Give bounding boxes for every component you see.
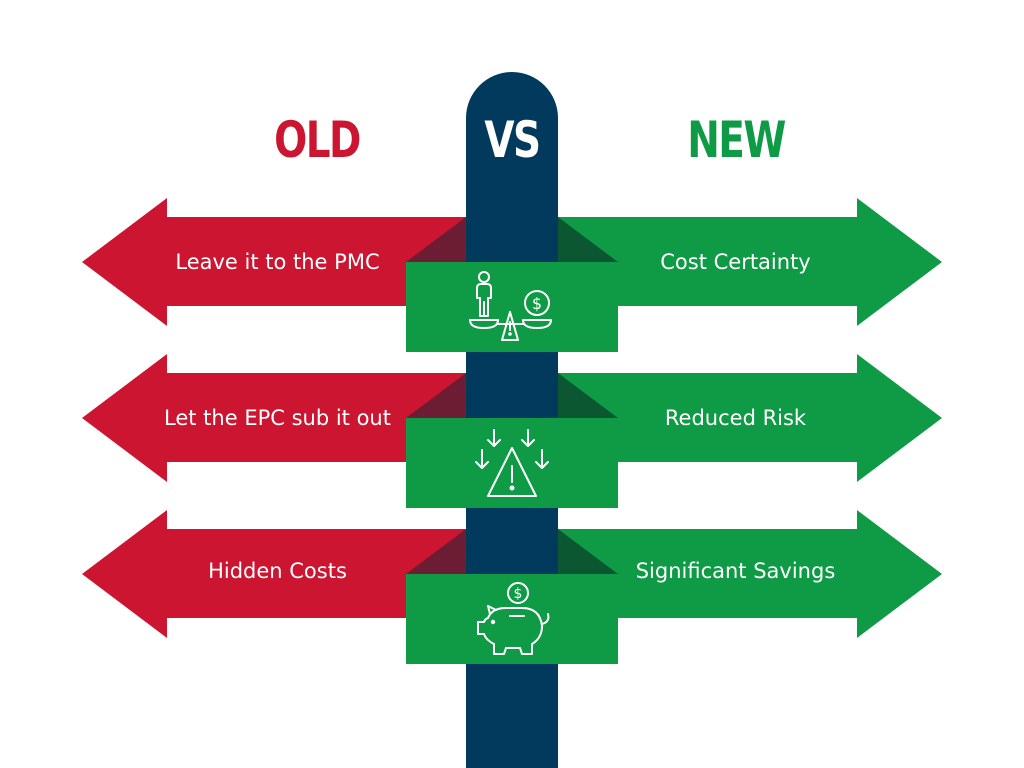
old-fold-2 bbox=[406, 373, 466, 418]
new-label-1: Cost Certainty bbox=[660, 250, 811, 274]
new-label-3: Significant Savings bbox=[635, 559, 836, 583]
new-arrow-2 bbox=[558, 354, 942, 482]
new-arrow-3 bbox=[558, 510, 942, 638]
old-arrow-3 bbox=[82, 510, 466, 638]
svg-text:$: $ bbox=[532, 294, 542, 313]
new-fold-2 bbox=[558, 373, 618, 418]
new-fold-3 bbox=[558, 529, 618, 574]
scale-person-dollar-icon: $ bbox=[469, 271, 552, 341]
old-label-3: Hidden Costs bbox=[208, 559, 347, 583]
new-fold-1 bbox=[558, 217, 618, 262]
new-label-2: Reduced Risk bbox=[664, 406, 807, 430]
icon-banner-1 bbox=[406, 262, 618, 352]
piggy-bank-dollar-icon: $ bbox=[477, 582, 550, 655]
new-arrow-1 bbox=[558, 198, 942, 326]
warning-arrows-down-icon bbox=[475, 429, 549, 497]
old-arrow-1 bbox=[82, 198, 466, 326]
old-fold-3 bbox=[406, 529, 466, 574]
old-label-2: Let the EPC sub it out bbox=[164, 406, 391, 430]
svg-text:$: $ bbox=[514, 586, 523, 602]
icon-banner-2 bbox=[406, 418, 618, 508]
old-fold-1 bbox=[406, 217, 466, 262]
old-heading: OLD bbox=[274, 111, 361, 169]
vs-heading: VS bbox=[484, 111, 541, 169]
old-label-1: Leave it to the PMC bbox=[175, 250, 380, 274]
old-arrow-2 bbox=[82, 354, 466, 482]
new-heading: NEW bbox=[687, 111, 786, 169]
